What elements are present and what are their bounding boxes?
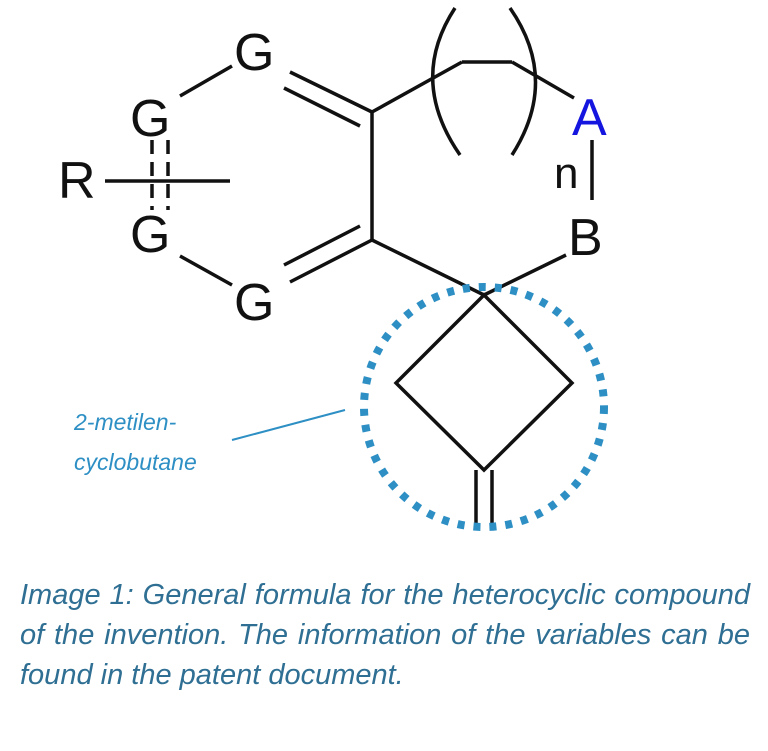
atom-label-g-top: G: [234, 24, 274, 82]
annotation-pointer-line: [231, 409, 346, 441]
bond-c2-gbottom-a: [289, 238, 373, 284]
paren-left: [430, 7, 462, 156]
bond-gtop-c1-b: [283, 86, 361, 128]
atom-label-a: A: [572, 89, 607, 147]
bond-c2-gbottom-b: [283, 224, 361, 267]
cyclobutane-ring: [393, 292, 575, 528]
annotation-line-2: cyclobutane: [74, 449, 197, 475]
highlight-circle: [360, 283, 608, 531]
atom-label-r: R: [58, 152, 96, 210]
figure-caption: Image 1: General formula for the heteroc…: [20, 579, 750, 691]
bond-c1-ch2: [371, 60, 463, 114]
atom-label-g-upper-left: G: [130, 90, 170, 148]
atom-label-g-lower-left: G: [130, 206, 170, 264]
bond-glowerleft-gbottom: [179, 254, 233, 287]
annotation-label: 2-metilen- cyclobutane: [73, 409, 197, 475]
subscript-label-n: n: [554, 149, 578, 198]
atom-label-g-bottom: G: [234, 274, 274, 332]
bond-gtop-gupperleft: [179, 64, 233, 98]
atom-labels: G G R G G A n B: [58, 24, 607, 332]
methylene-chain-bonds: [371, 7, 575, 156]
paren-right: [508, 7, 538, 156]
bond-ch2-a: [511, 60, 575, 100]
bond-gtop-c1-a: [289, 70, 373, 114]
atom-label-b: B: [568, 209, 603, 267]
annotation-line-1: 2-metilen-: [73, 409, 177, 435]
left-ring-bonds: [105, 64, 374, 287]
chemical-structure-diagram: G G R G G A n B 2-metilen- cyclobutane: [58, 7, 608, 531]
cyclobutane-square: [393, 292, 575, 473]
